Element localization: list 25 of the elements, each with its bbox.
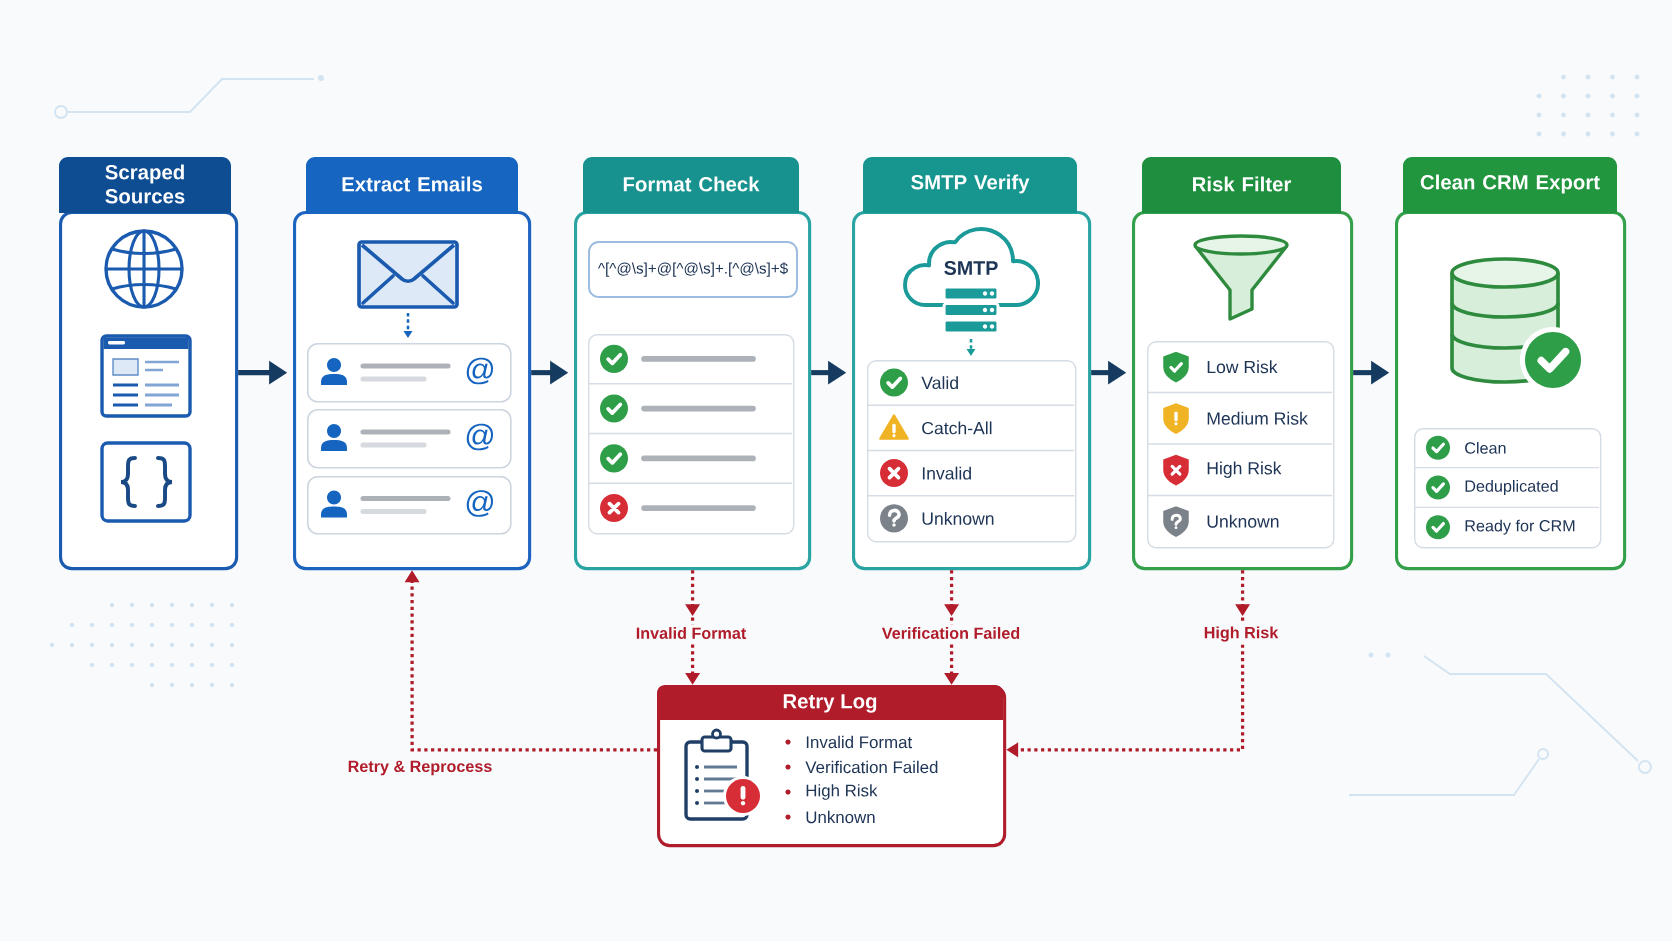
status-label: Deduplicated — [1465, 479, 1558, 496]
header-tab: SMTP Verify — [863, 157, 1077, 213]
header-tab: Extract Emails — [306, 157, 518, 213]
header-tab: Retry Log — [657, 685, 1003, 720]
status-label: Valid — [921, 376, 958, 390]
status-label: Unknown — [1207, 514, 1279, 528]
status-label: Catch-All — [922, 421, 992, 435]
status-label: Unknown — [922, 511, 994, 525]
status-label: Invalid — [922, 466, 971, 480]
status-label: Clean — [1465, 441, 1506, 454]
list-item: Invalid Format — [806, 735, 913, 749]
status-label: Ready for CRM — [1465, 519, 1575, 535]
header-tab: Scraped Sources — [59, 157, 231, 213]
header-tab: Risk Filter — [1142, 157, 1341, 213]
edge-label: Invalid Format — [632, 624, 750, 642]
list-item: High Risk — [806, 784, 878, 800]
status-label: High Risk — [1207, 461, 1282, 478]
list-item: Unknown — [806, 810, 875, 824]
list-item: Verification Failed — [805, 760, 938, 774]
regex-field: ^[^@\s]+@[^@\s]+.[^@\s]+$ — [588, 241, 799, 298]
header-tab: Clean CRM Export — [1403, 157, 1617, 213]
status-label: Medium Risk — [1207, 411, 1308, 425]
status-label: Low Risk — [1207, 360, 1278, 374]
header-tab: Format Check — [583, 157, 799, 213]
edge-label: Verification Failed — [879, 624, 1023, 642]
